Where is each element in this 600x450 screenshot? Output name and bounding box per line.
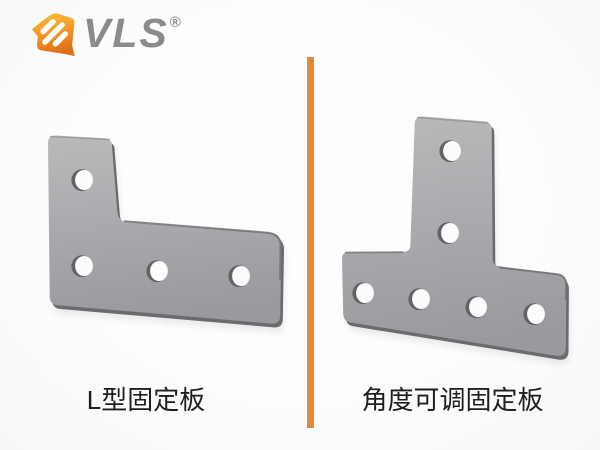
product-label-l-plate: L型固定板 bbox=[86, 385, 206, 415]
registered-trademark-symbol: ® bbox=[169, 14, 181, 31]
l-plate-image bbox=[48, 135, 286, 333]
divider-line bbox=[307, 57, 314, 428]
brand-logo: VLS ® bbox=[29, 11, 181, 58]
t-plate-image bbox=[341, 116, 571, 365]
vls-logo-icon bbox=[32, 13, 75, 57]
t-plate-holes bbox=[352, 140, 545, 326]
product-label-t-plate: 角度可调固定板 bbox=[361, 385, 544, 415]
l-plate-holes bbox=[71, 169, 250, 288]
brand-name: VLS bbox=[83, 10, 169, 56]
